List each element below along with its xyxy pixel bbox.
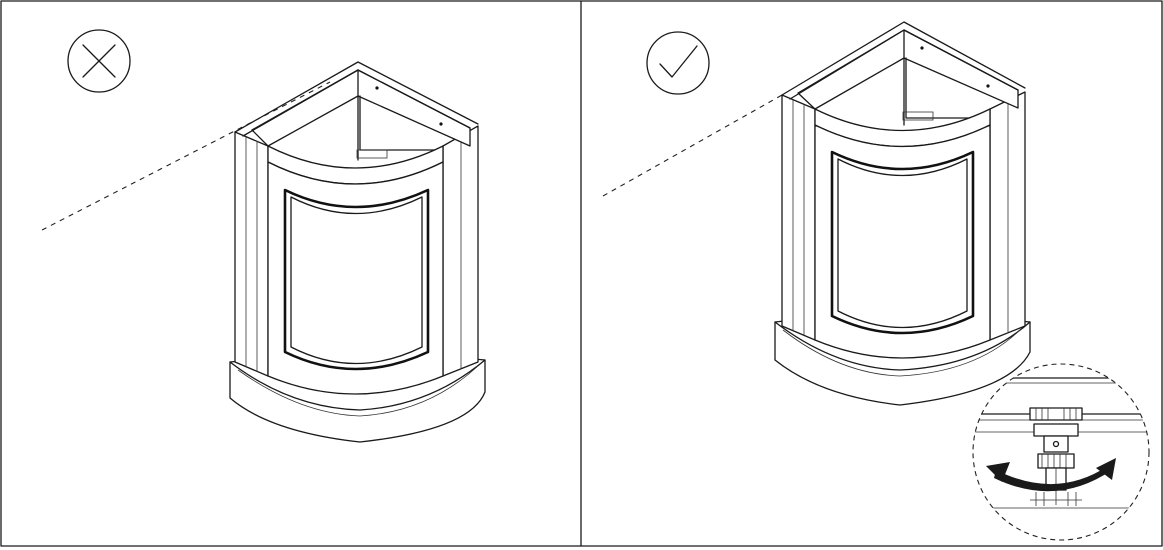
sight-line-incorrect [41, 81, 331, 231]
cabinet-tilted [229, 61, 486, 443]
leveling-foot-adjust-icon [972, 363, 1150, 541]
panel-incorrect [41, 29, 486, 443]
check-in-circle-icon [646, 31, 710, 95]
cross-in-circle-icon [67, 29, 131, 93]
cabinet-level [774, 21, 1031, 406]
sight-line-correct [602, 94, 783, 197]
panel-correct [602, 21, 1150, 541]
